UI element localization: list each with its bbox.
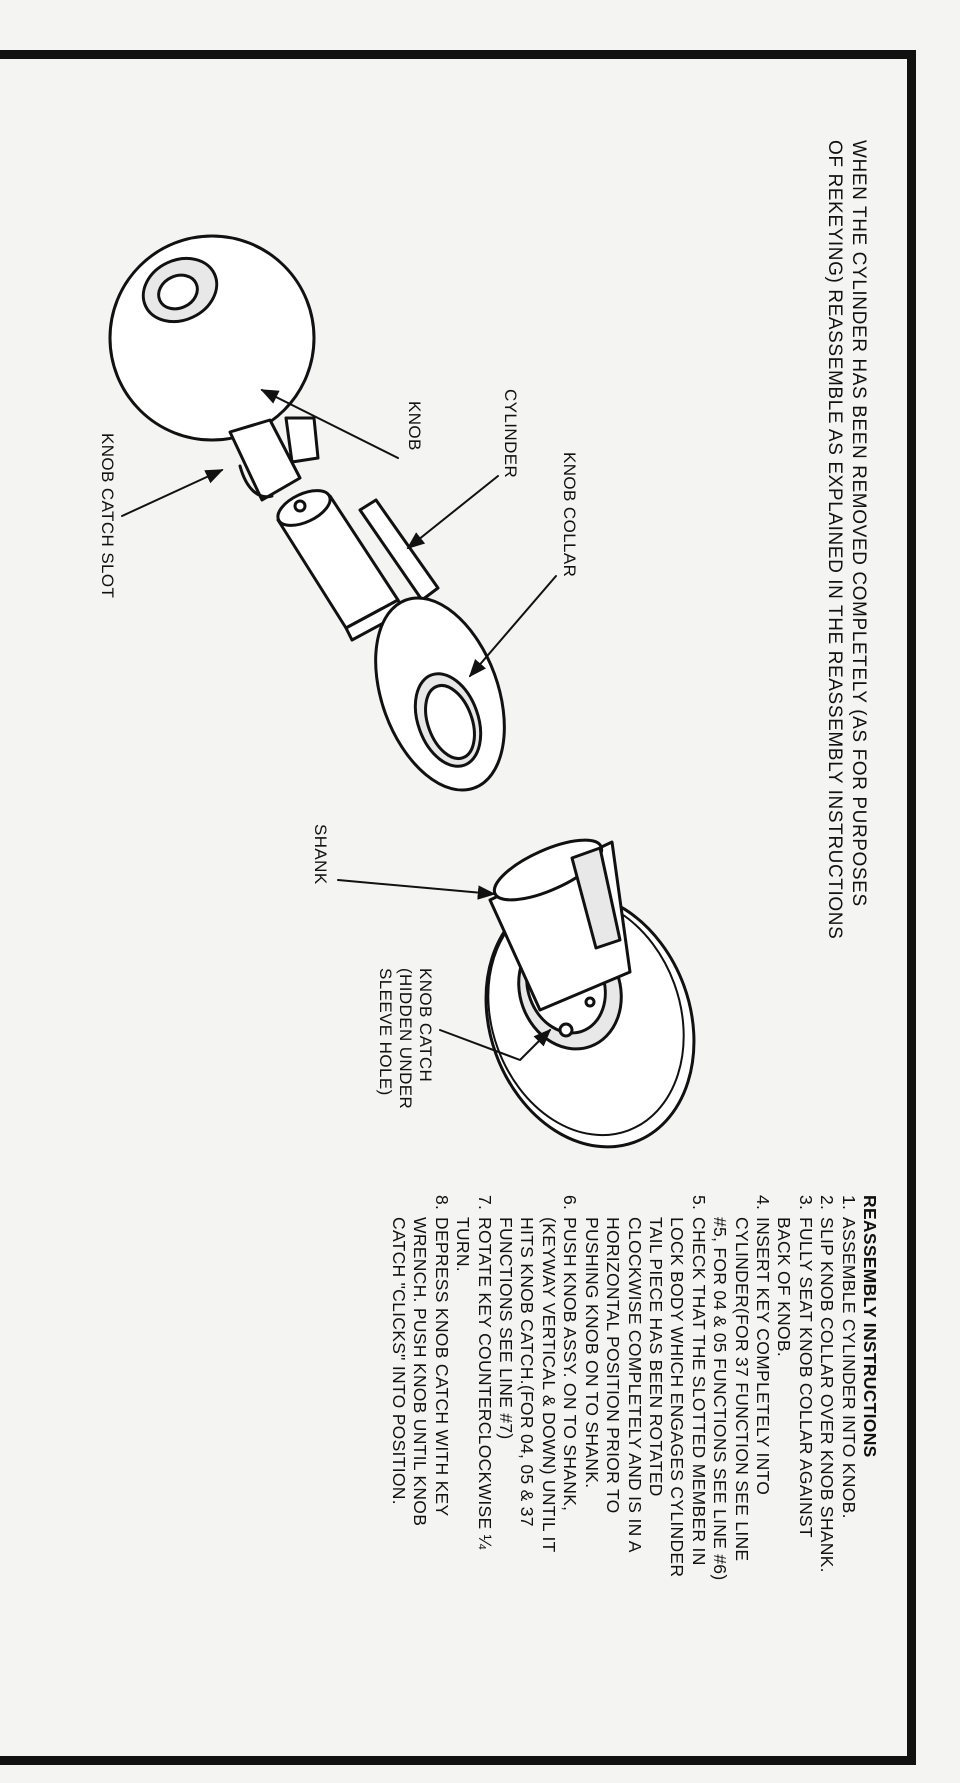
label-knob-catch-line: KNOB CATCH xyxy=(416,968,435,1083)
step-number: 2. xyxy=(817,1195,838,1211)
step-number: 3. xyxy=(795,1195,816,1211)
label-cylinder: CYLINDER xyxy=(501,389,520,479)
knob-illustration xyxy=(108,234,320,502)
label-knob-catch-line: (HIDDEN UNDER xyxy=(396,968,415,1110)
step-line: HORIZONTAL POSITION PRIOR TO xyxy=(603,1217,624,1514)
instruction-step: 1. ASSEMBLE CYLINDER INTO KNOB. xyxy=(837,1195,859,1580)
step-number: 4. xyxy=(752,1195,773,1211)
instruction-step: 2. SLIP KNOB COLLAR OVER KNOB SHANK. xyxy=(816,1195,837,1580)
instructions-title: REASSEMBLY INSTRUCTIONS xyxy=(860,1195,880,1458)
leader-knob-catch-slot xyxy=(121,469,224,517)
step-line: FUNCTIONS SEE LINE #7) xyxy=(496,1217,517,1440)
leader-knob-catch xyxy=(439,1028,552,1061)
label-knob: KNOB xyxy=(405,401,424,451)
knob-collar-illustration xyxy=(374,596,506,792)
step-line: TAIL PIECE HAS BEEN ROTATED xyxy=(645,1217,666,1497)
step-line: ASSEMBLE CYLINDER INTO KNOB. xyxy=(838,1217,859,1519)
step-line: PUSH KNOB ASSY. ON TO SHANK, xyxy=(560,1217,581,1512)
step-line: FULLY SEAT KNOB COLLAR AGAINST xyxy=(795,1217,816,1538)
step-number: 1. xyxy=(838,1195,859,1211)
step-number: 6. xyxy=(560,1195,581,1211)
step-line: CLOCKWISE COMPLETELY AND IS IN A xyxy=(624,1217,645,1553)
step-line: HITS KNOB CATCH.(FOR 04, 05 & 37 xyxy=(517,1217,538,1527)
label-shank: SHANK xyxy=(311,824,330,885)
step-line: CATCH "CLICKS" INTO POSITION. xyxy=(389,1217,410,1505)
step-number: 5. xyxy=(688,1195,709,1211)
label-knob-collar: KNOB COLLAR xyxy=(560,452,579,578)
page-border xyxy=(0,50,916,1765)
leader-cylinder xyxy=(406,475,499,550)
step-line: WRENCH. PUSH KNOB UNTIL KNOB xyxy=(410,1217,431,1527)
step-line: DEPRESS KNOB CATCH WITH KEY xyxy=(431,1217,452,1517)
step-line: CHECK THAT THE SLOTTED MEMBER IN xyxy=(688,1217,709,1566)
label-knob-catch-line: SLEEVE HOLE) xyxy=(376,968,395,1096)
label-knob-catch: KNOB CATCH (HIDDEN UNDER SLEEVE HOLE) xyxy=(375,968,435,1109)
rose-and-shank-illustration xyxy=(484,838,696,1149)
step-line: (KEYWAY VERTICAL & DOWN) UNTIL IT xyxy=(538,1217,559,1553)
instructions-list: 1. ASSEMBLE CYLINDER INTO KNOB. 2. SLIP KN… xyxy=(388,1195,859,1580)
step-line: #5, FOR 04 & 05 FUNCTIONS SEE LINE #6) xyxy=(710,1217,731,1581)
step-line: CYLINDER(FOR 37 FUNCTION SEE LINE xyxy=(731,1217,752,1562)
leader-knob xyxy=(260,389,399,459)
step-number: 7. xyxy=(474,1195,495,1211)
leader-knob-collar xyxy=(468,575,557,678)
step-line: LOCK BODY WHICH ENGAGES CYLINDER xyxy=(667,1217,688,1578)
step-line: TURN. xyxy=(453,1217,474,1272)
label-knob-catch-slot: KNOB CATCH SLOT xyxy=(98,433,117,599)
instruction-step: 6. PUSH KNOB ASSY. ON TO SHANK,(KEYWAY VE… xyxy=(495,1195,581,1580)
step-line: SLIP KNOB COLLAR OVER KNOB SHANK. xyxy=(817,1217,838,1573)
reassembly-instructions: REASSEMBLY INSTRUCTIONS 1. ASSEMBLE CYLIN… xyxy=(388,1195,880,1580)
step-line: INSERT KEY COMPLETELY INTO xyxy=(752,1217,773,1496)
step-line: PUSHING KNOB ON TO SHANK. xyxy=(581,1217,602,1489)
step-line: BACK OF KNOB. xyxy=(774,1217,795,1358)
step-number: 8. xyxy=(431,1195,452,1211)
step-line: ROTATE KEY COUNTERCLOCKWISE ¼ xyxy=(474,1217,495,1550)
leader-shank xyxy=(337,879,496,900)
